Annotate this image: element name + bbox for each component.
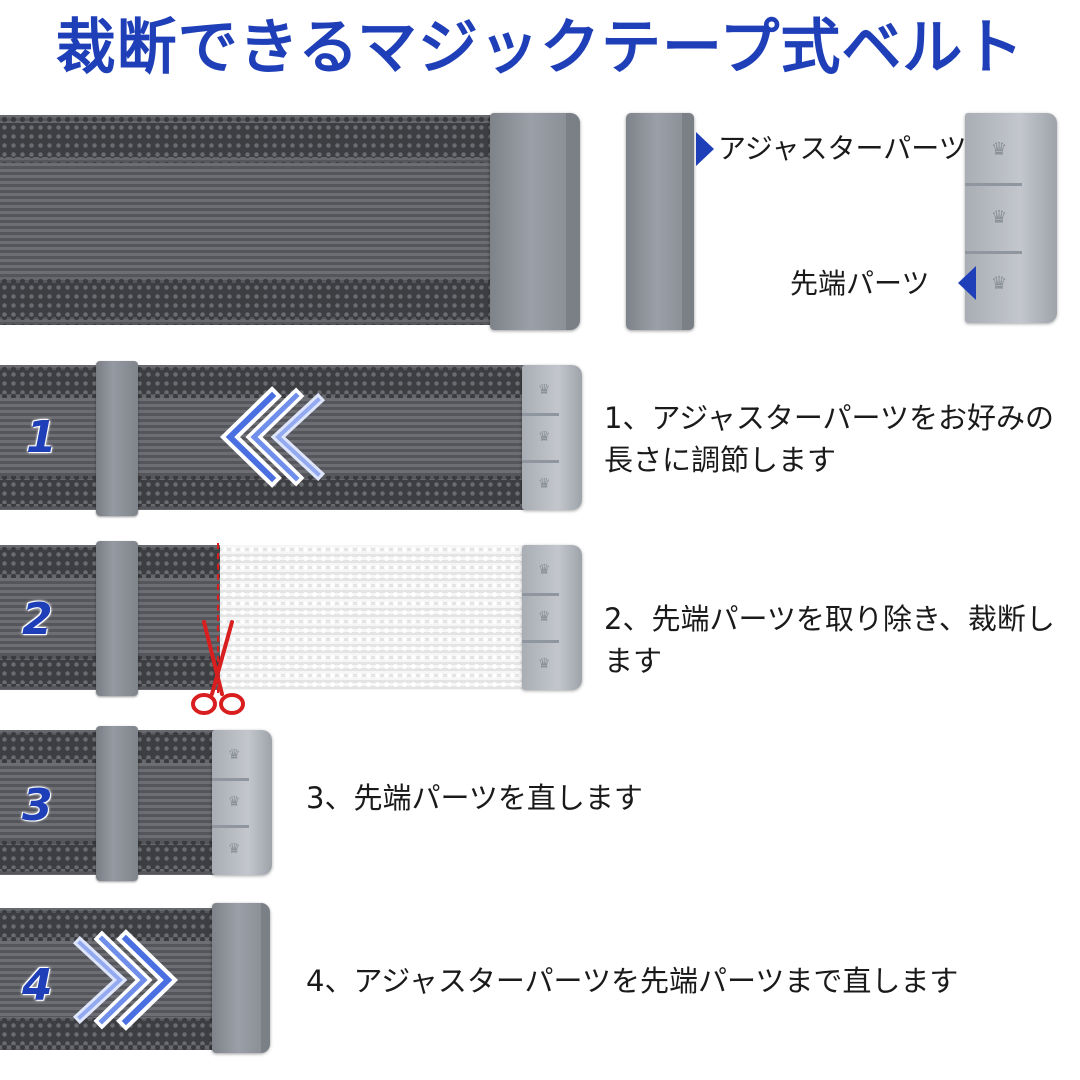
step-number: 3	[22, 780, 53, 831]
belt-end-cap-edge	[565, 113, 580, 330]
step-number: 1	[26, 412, 57, 463]
tip-part-slot	[522, 413, 560, 416]
step-description: 4、アジャスターパーツを先端パーツまで直します	[306, 964, 959, 998]
adjuster-part	[96, 541, 138, 696]
tip-part-slot	[522, 640, 560, 643]
logo-mark-icon: ♛	[227, 794, 241, 810]
belt-mesh-top	[0, 123, 520, 157]
tip-part-slot	[965, 251, 1023, 254]
belt-strap	[0, 115, 520, 325]
adjuster-part	[96, 726, 138, 881]
step-description: 3、先端パーツを直します	[306, 781, 643, 815]
belt-mesh-top	[0, 913, 230, 937]
step-description: 1、アジャスターパーツをお好みの長さに調節します	[604, 401, 1054, 477]
step-number: 2	[22, 594, 53, 645]
tip-part: ♛ ♛ ♛	[522, 365, 582, 510]
chevron-right-icon	[72, 929, 179, 1031]
logo-mark-icon: ♛	[990, 273, 1008, 294]
chevron-left-icon	[219, 386, 326, 488]
belt-end-cap-edge	[260, 903, 270, 1053]
tip-part-slot	[212, 778, 250, 781]
logo-mark-icon: ♛	[227, 841, 241, 857]
tip-part-label: 先端パーツ	[790, 267, 930, 300]
step-description: 2、先端パーツを取り除き、裁断します	[604, 602, 1055, 678]
adjuster-part	[96, 361, 138, 516]
adjuster-part-edge	[681, 113, 694, 330]
step-number: 4	[22, 960, 53, 1011]
tip-part: ♛ ♛ ♛	[522, 545, 582, 690]
logo-mark-icon: ♛	[537, 382, 551, 398]
pointer-triangle-icon	[958, 266, 976, 300]
tip-part: ♛ ♛ ♛	[212, 730, 272, 875]
logo-mark-icon: ♛	[227, 747, 241, 763]
tip-part-slot	[965, 183, 1023, 186]
tip-part-slot	[212, 825, 250, 828]
page-title: 裁断できるマジックテープ式ベルト	[55, 13, 1025, 83]
logo-mark-icon: ♛	[537, 476, 551, 492]
tip-part-slot	[522, 460, 560, 463]
cut-line	[217, 543, 219, 693]
adjuster-part	[626, 113, 694, 330]
scissors-icon	[191, 620, 245, 715]
pointer-triangle-icon	[696, 132, 714, 166]
belt-mesh-bottom	[0, 1021, 230, 1045]
tip-part-slot	[522, 593, 560, 596]
belt-mesh-bottom	[0, 283, 520, 317]
belt-end-cap	[490, 113, 580, 330]
logo-mark-icon: ♛	[537, 656, 551, 672]
belt-end-cap	[212, 903, 270, 1053]
cut-off-section	[220, 545, 530, 690]
logo-mark-icon: ♛	[990, 139, 1008, 160]
logo-mark-icon: ♛	[537, 609, 551, 625]
tip-part: ♛ ♛ ♛	[965, 113, 1057, 323]
belt-mesh-bottom	[0, 480, 548, 504]
logo-mark-icon: ♛	[990, 207, 1008, 228]
logo-mark-icon: ♛	[537, 429, 551, 445]
adjuster-part-label: アジャスターパーツ	[718, 132, 967, 165]
belt-strap	[0, 908, 230, 1050]
belt-center-weave	[0, 163, 520, 277]
logo-mark-icon: ♛	[537, 562, 551, 578]
